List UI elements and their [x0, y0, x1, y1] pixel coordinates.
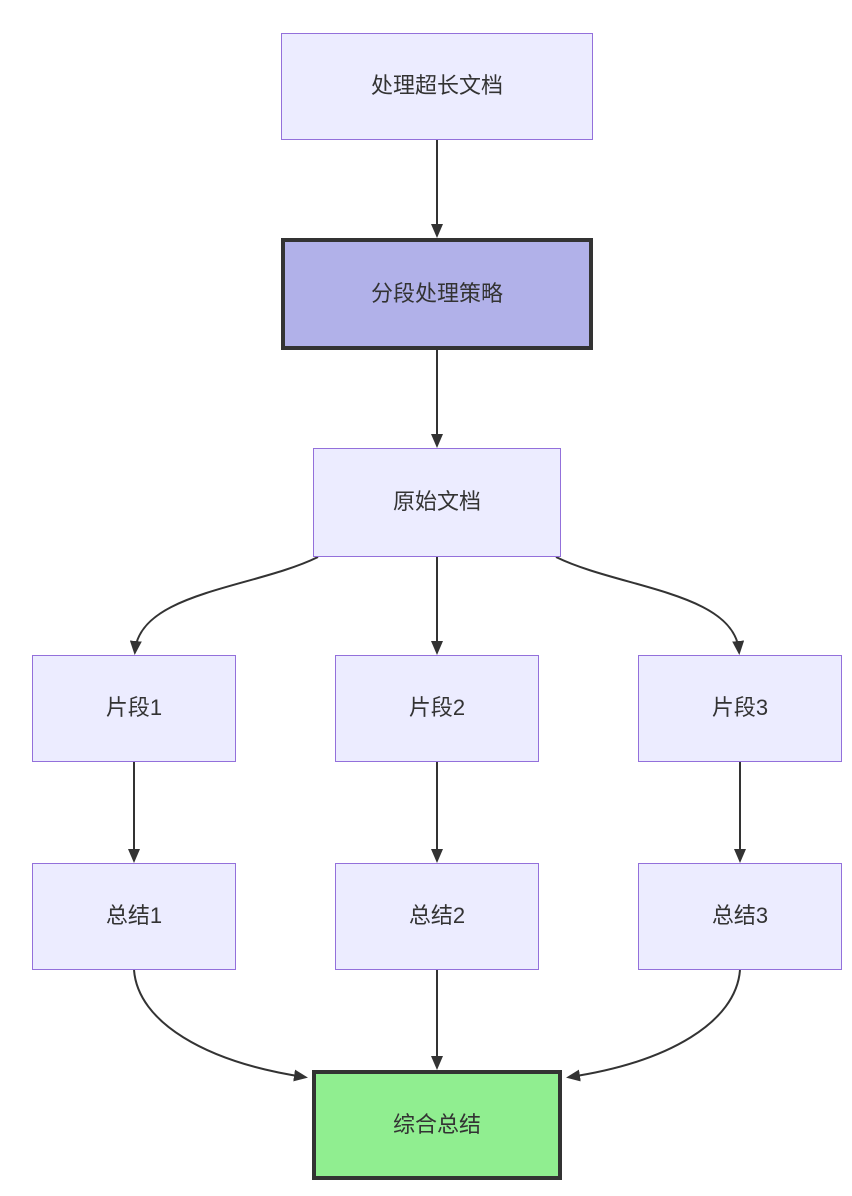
node-sum1: 总结1 [32, 863, 236, 970]
node-sum1-label: 总结1 [105, 903, 163, 929]
node-seg2: 片段2 [335, 655, 539, 762]
edge-sum1-final [133, 969, 308, 1082]
edge-doc-seg3 [555, 556, 745, 655]
node-final: 综合总结 [312, 1070, 562, 1180]
node-seg1-label: 片段1 [105, 695, 163, 721]
node-final-label: 综合总结 [392, 1111, 481, 1137]
node-seg2-label: 片段2 [408, 695, 466, 721]
node-seg1: 片段1 [32, 655, 236, 762]
node-seg3: 片段3 [638, 655, 842, 762]
node-title-label: 处理超长文档 [370, 73, 503, 99]
node-strategy-label: 分段处理策略 [370, 280, 503, 306]
node-doc: 原始文档 [313, 448, 561, 557]
node-seg3-label: 片段3 [711, 695, 769, 721]
node-sum3-label: 总结3 [711, 903, 769, 929]
edge-doc-seg1 [129, 556, 319, 655]
node-sum2-label: 总结2 [408, 903, 466, 929]
node-doc-label: 原始文档 [392, 489, 481, 515]
node-sum3: 总结3 [638, 863, 842, 970]
edge-sum3-final [566, 969, 741, 1082]
node-title: 处理超长文档 [281, 33, 593, 140]
node-sum2: 总结2 [335, 863, 539, 970]
node-strategy: 分段处理策略 [281, 238, 593, 350]
